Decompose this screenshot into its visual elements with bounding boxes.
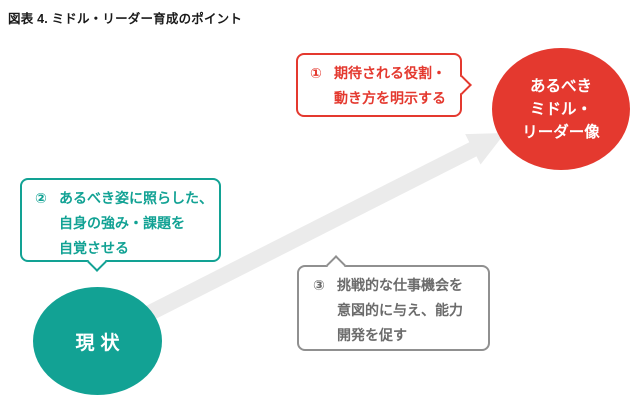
- callout-2-self-awareness: ② あるべき姿に照らした、自身の強み・課題を自覚させる: [20, 178, 221, 272]
- callout-3-text: 挑戦的な仕事機会を意図的に与え、能力開発を促す: [337, 277, 463, 343]
- callout-3-number: ③: [313, 277, 325, 293]
- current-state-circle: 現状: [33, 287, 162, 395]
- callout-3-challenging-work: ③ 挑戦的な仕事機会を意図的に与え、能力開発を促す: [297, 255, 490, 351]
- figure-title: 図表 4. ミドル・リーダー育成のポイント: [8, 12, 243, 26]
- callout-2-text: あるべき姿に照らした、自身の強み・課題を自覚させる: [59, 190, 213, 256]
- growth-arrow-shape: [126, 133, 506, 331]
- goal-circle-label: あるべきミドル・リーダー像: [522, 77, 600, 141]
- callout-2-number: ②: [35, 190, 47, 206]
- callout-1-expected-role: ① 期待される役割・動き方を明示する: [296, 53, 472, 117]
- current-state-label: 現状: [75, 332, 126, 354]
- callout-1-text: 期待される役割・動き方を明示する: [334, 65, 446, 106]
- goal-circle-ideal-leader: あるべきミドル・リーダー像: [492, 48, 630, 170]
- callout-1-number: ①: [310, 65, 322, 81]
